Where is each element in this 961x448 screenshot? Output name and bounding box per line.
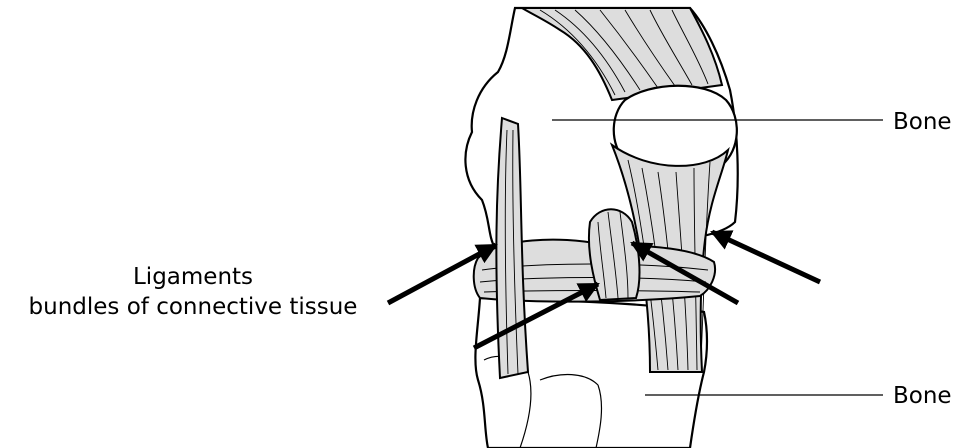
label-ligaments: Ligaments bundles of connective tissue — [0, 262, 386, 322]
label-bone-bottom: Bone — [893, 381, 952, 411]
label-bone-top: Bone — [893, 107, 952, 137]
label-ligaments-subtitle: bundles of connective tissue — [0, 292, 386, 322]
label-ligaments-title: Ligaments — [0, 262, 386, 292]
arrow-ligament-4 — [712, 232, 820, 282]
